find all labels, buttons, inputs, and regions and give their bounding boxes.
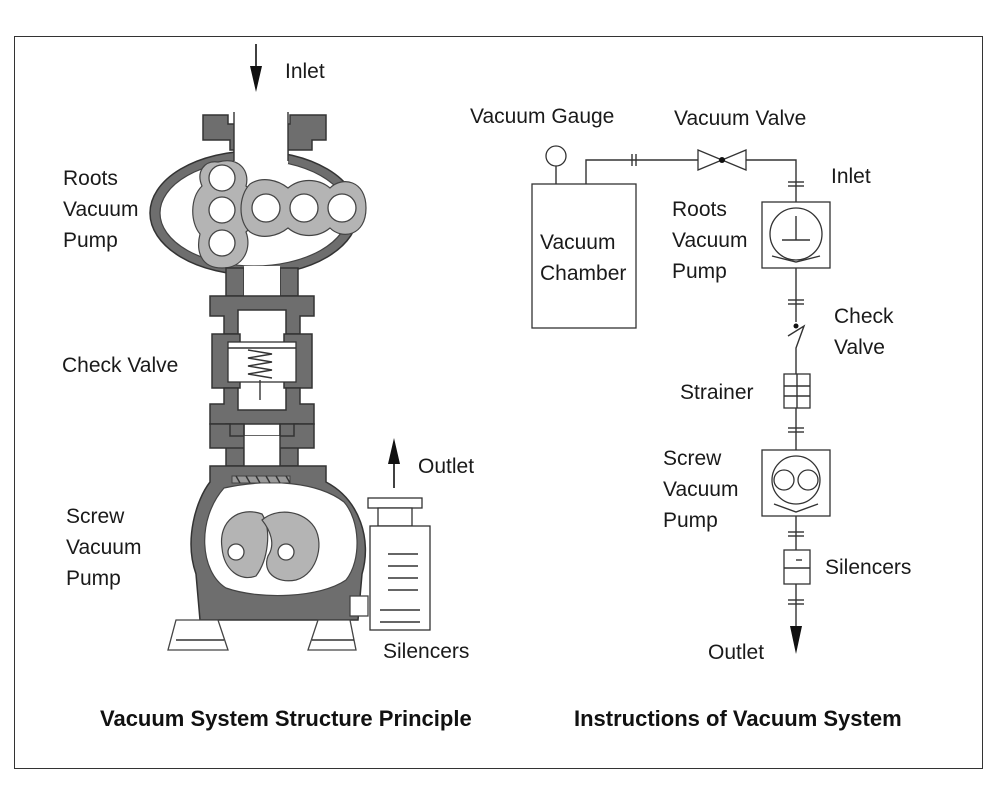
schematic-drawing [531,145,831,654]
check-valve-upper-flange [209,295,315,335]
roots-pump-label-line2: Vacuum [63,198,138,221]
schematic-screw-pump-line1: Screw [663,447,722,470]
strainer-label: Strainer [680,381,754,404]
schematic-outlet-label: Outlet [708,641,764,664]
screw-pump-symbol [761,449,831,517]
schematic-screw-pump-line3: Pump [663,509,718,532]
vacuum-chamber-label-line2: Chamber [540,262,626,285]
silencer [367,497,431,631]
instructions-caption: Instructions of Vacuum System [574,706,902,731]
roots-pump-label-line1: Roots [63,167,118,190]
schematic-check-valve-line2: Valve [834,336,885,359]
roots-pump-label-line3: Pump [63,229,118,252]
screw-pump-label-line3: Pump [66,567,121,590]
schematic-screw-pump-line2: Vacuum [663,478,738,501]
silencers-label: Silencers [383,640,469,663]
schematic-roots-pump-line1: Roots [672,198,727,221]
pump-feet [167,619,357,651]
vacuum-chamber-label-line1: Vacuum [540,231,615,254]
vacuum-gauge-symbol [545,145,567,184]
schematic-roots-pump-line3: Pump [672,260,727,283]
vacuum-valve-symbol [697,149,747,171]
check-valve-body [211,333,313,400]
roots-pump-symbol [761,201,831,269]
structure-drawing [149,44,431,651]
silencer-symbol [783,549,811,585]
outlet-arrow [388,438,400,488]
outlet-label: Outlet [418,455,474,478]
screw-pump-label-line2: Vacuum [66,536,141,559]
check-valve-label: Check Valve [62,354,178,377]
vacuum-chamber-box [531,183,637,329]
outlet-arrow-schematic [790,626,802,654]
strainer-symbol [783,373,811,409]
outlet-coupling [349,595,369,617]
vacuum-valve-label: Vacuum Valve [674,107,806,130]
screw-rotors [220,511,320,582]
roots-rotor-horizontal [240,179,367,237]
structure-caption: Vacuum System Structure Principle [100,706,472,731]
screw-pump-label-line1: Screw [66,505,125,528]
schematic-silencers-label: Silencers [825,556,911,579]
inlet-label: Inlet [285,60,325,83]
check-valve-lower-flange [209,387,315,425]
schematic-inlet-label: Inlet [831,165,871,188]
inlet-arrow [250,44,262,92]
figure-frame [14,36,983,769]
schematic-roots-pump-line2: Vacuum [672,229,747,252]
schematic-check-valve-line1: Check [834,305,894,328]
check-valve-symbol [787,323,806,360]
vacuum-gauge-label: Vacuum Gauge [470,105,614,128]
roots-rotor-vertical [192,160,256,269]
